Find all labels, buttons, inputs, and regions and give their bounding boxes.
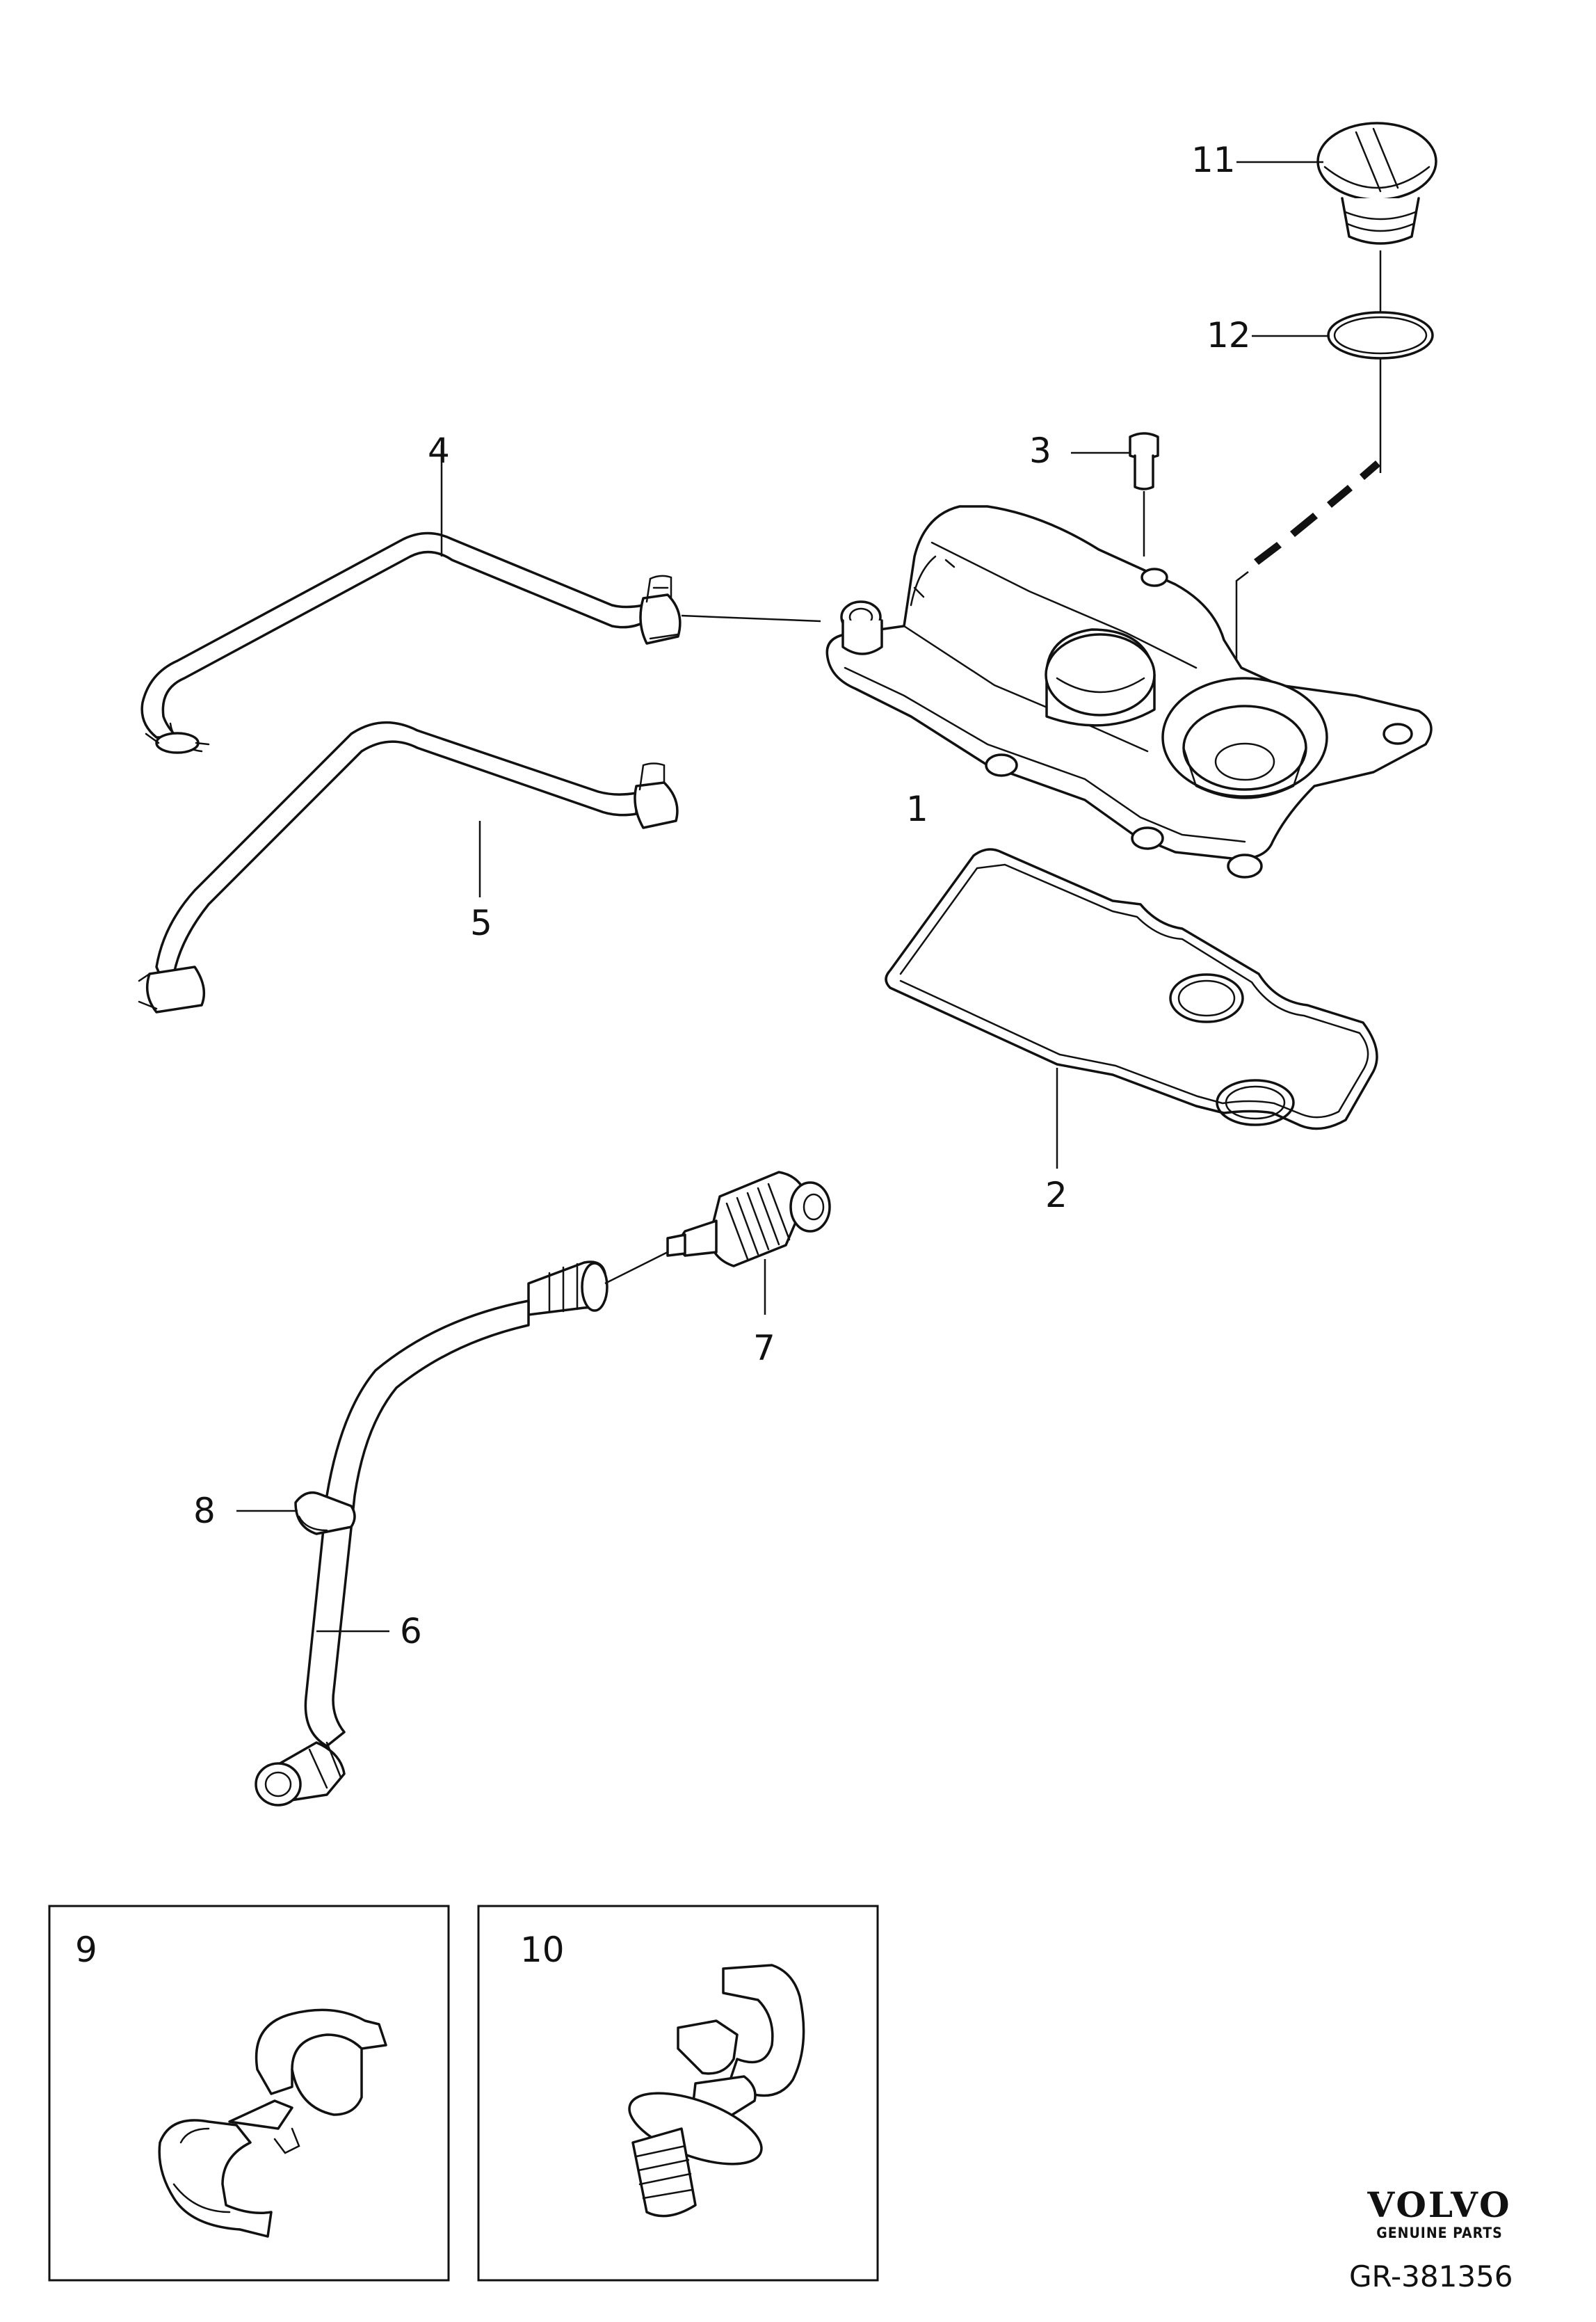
callout-7: 7 (753, 1328, 775, 1368)
part-12-o-ring (1327, 311, 1434, 360)
figure-code: GR-381356 (1349, 2259, 1513, 2293)
part-4-breather-hose-upper (140, 445, 821, 754)
part-3-bolt (1129, 432, 1159, 557)
part-1-valve-cover (825, 505, 1433, 879)
callout-4: 4 (428, 431, 450, 471)
callout-8: 8 (193, 1491, 216, 1531)
inset-10-label: 10 (520, 1930, 565, 1970)
callout-6: 6 (400, 1611, 422, 1651)
callout-12: 12 (1207, 315, 1251, 355)
part-10-push-clip (628, 1964, 805, 2218)
part-5-breather-hose-lower (138, 721, 679, 1014)
inset-10-frame (477, 1905, 879, 2282)
callout-11-leader (1236, 161, 1323, 163)
inset-9-label: 9 (75, 1930, 97, 1970)
callout-1: 1 (906, 789, 928, 829)
callout-2: 2 (1045, 1175, 1067, 1215)
part-8-hose-clip (236, 1491, 356, 1535)
part-6-vent-hose (255, 1251, 668, 1807)
part-11-oil-filler-cap (1316, 122, 1437, 245)
part-9-clip (158, 2008, 387, 2238)
assembly-axis-dashes (1254, 461, 1380, 565)
callout-5: 5 (470, 903, 492, 943)
callout-11: 11 (1191, 140, 1236, 180)
inset-9-frame (48, 1905, 450, 2282)
brand-tagline: GENUINE PARTS (1376, 2225, 1503, 2241)
part-7-pcv-valve (666, 1171, 831, 1315)
callout-3-leader (1071, 451, 1131, 454)
callout-3: 3 (1029, 431, 1051, 471)
part-2-gasket (885, 848, 1378, 1169)
brand-logo: VOLVO (1367, 2184, 1512, 2225)
callout-12-leader (1252, 335, 1330, 337)
